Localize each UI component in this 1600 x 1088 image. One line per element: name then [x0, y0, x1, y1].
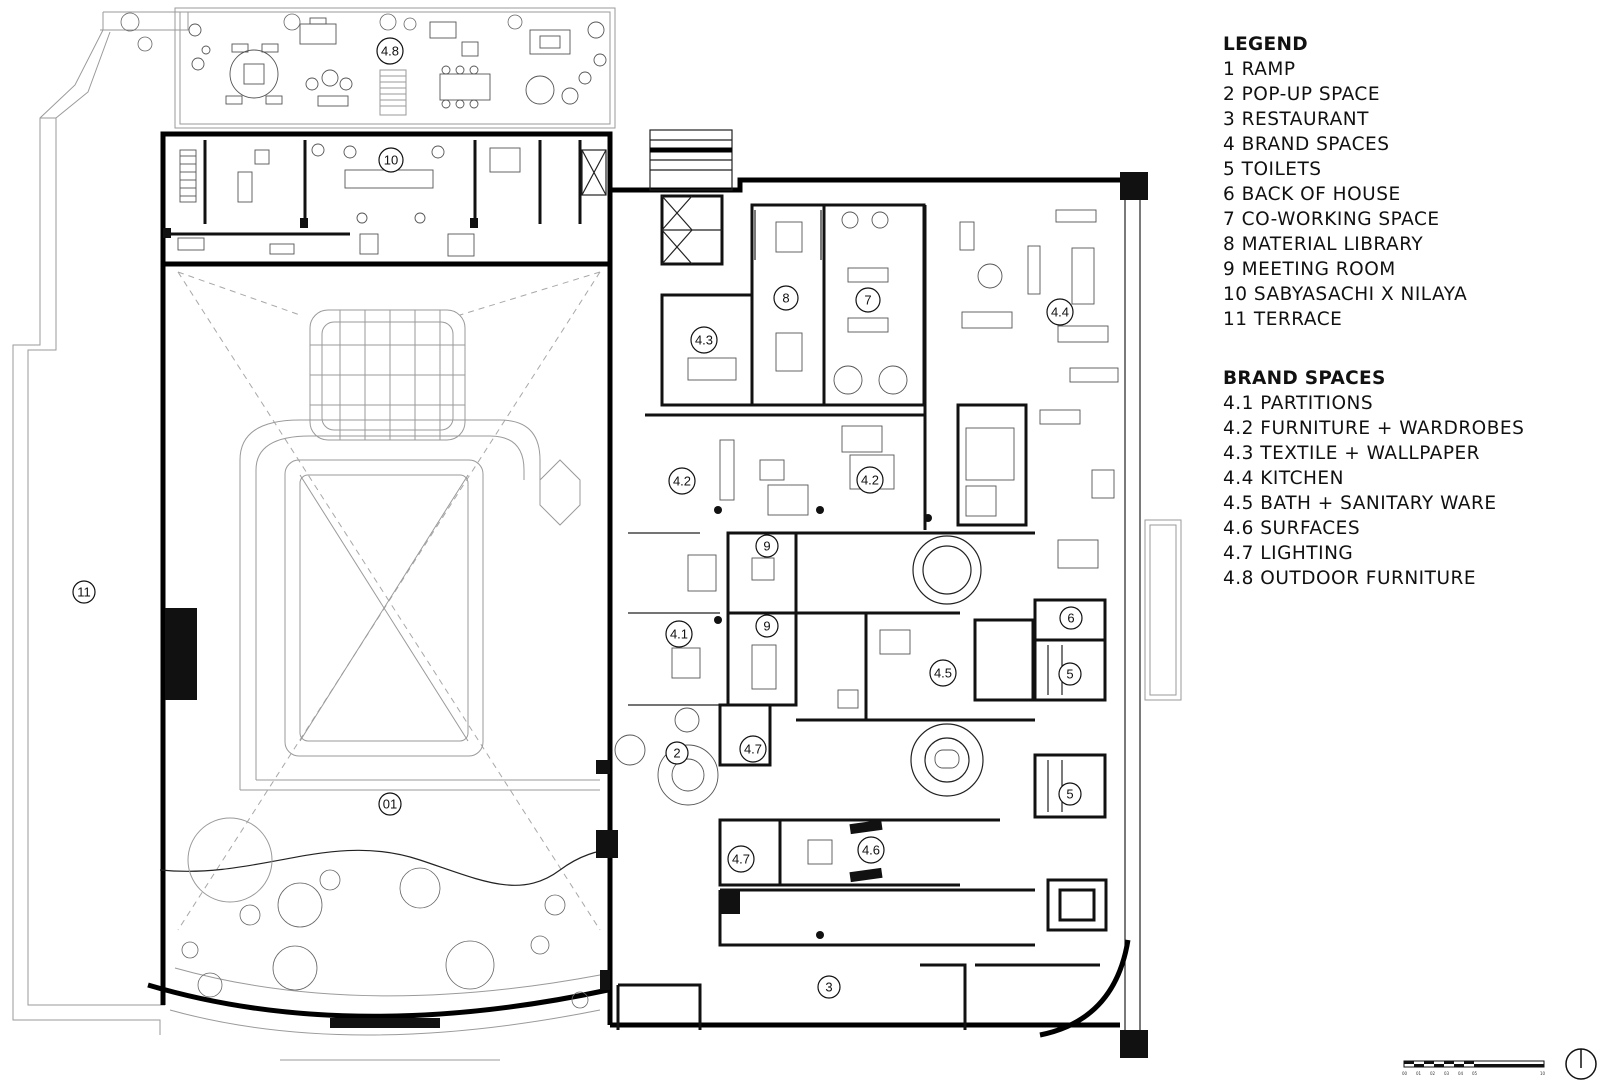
brand-spaces-title: BRAND SPACES: [1223, 368, 1386, 389]
label-partitions: 4.1: [665, 620, 693, 648]
label-textile-text: 4.3: [695, 333, 713, 348]
brand-space-item: 4.5 BATH + SANITARY WARE: [1223, 493, 1497, 514]
label-bath: 4.5: [929, 659, 957, 687]
scale-tick-0: 00: [1402, 1071, 1408, 1076]
label-kitchen-text: 4.4: [1051, 305, 1069, 320]
legend-item: 10 SABYASACHI X NILAYA: [1223, 284, 1468, 305]
label-toilets-bottom: 5: [1058, 782, 1082, 806]
scale-tick-1: 01: [1416, 1071, 1422, 1076]
label-kitchen: 4.4: [1046, 298, 1074, 326]
scale-tick-6: 10: [1540, 1071, 1546, 1076]
label-ramp: 01: [378, 792, 402, 816]
scale-tick-3: 03: [1444, 1071, 1450, 1076]
label-lighting-bottom-text: 4.7: [732, 852, 750, 867]
brand-space-item: 4.8 OUTDOOR FURNITURE: [1223, 568, 1477, 589]
label-sabyasachi: 10: [378, 147, 404, 173]
label-meeting-bottom-text: 9: [763, 619, 770, 634]
label-partitions-text: 4.1: [670, 627, 688, 642]
label-meeting-top-text: 9: [763, 539, 770, 554]
legend: LEGEND 1 RAMP 2 POP-UP SPACE 3 RESTAURAN…: [1223, 32, 1583, 591]
label-lighting-top-text: 4.7: [744, 742, 762, 757]
label-restaurant: 3: [817, 975, 841, 999]
label-toilets-bottom-text: 5: [1066, 787, 1073, 802]
north-arrow-icon: [1565, 1048, 1597, 1080]
terrace-area: [12, 11, 189, 1035]
legend-item: 6 BACK OF HOUSE: [1223, 184, 1401, 205]
label-material-library-text: 8: [782, 291, 789, 306]
label-toilets-top: 5: [1058, 662, 1082, 686]
label-lighting-top: 4.7: [739, 735, 767, 763]
brand-space-item: 4.7 LIGHTING: [1223, 543, 1354, 564]
legend-item: 5 TOILETS: [1223, 159, 1322, 180]
label-back-of-house: 6: [1059, 606, 1083, 630]
label-meeting-bottom: 9: [755, 614, 779, 638]
label-textile: 4.3: [690, 326, 718, 354]
label-popup: 2: [665, 741, 689, 765]
label-popup-text: 2: [673, 746, 680, 761]
outdoor-furniture-area: [120, 7, 616, 129]
label-terrace: 11: [72, 580, 96, 604]
label-lighting-bottom: 4.7: [727, 845, 755, 873]
label-coworking-text: 7: [864, 293, 871, 308]
label-back-of-house-text: 6: [1067, 611, 1074, 626]
label-ramp-text: 01: [383, 797, 397, 812]
main-building: [596, 129, 1182, 1058]
label-meeting-top: 9: [755, 534, 779, 558]
brand-spaces-legend: BRAND SPACES 4.1 PARTITIONS 4.2 FURNITUR…: [1223, 366, 1583, 591]
legend-item: 1 RAMP: [1223, 59, 1296, 80]
legend-item: 4 BRAND SPACES: [1223, 134, 1390, 155]
label-furniture-left-text: 4.2: [673, 474, 691, 489]
label-material-library: 8: [773, 285, 799, 311]
legend-item: 2 POP-UP SPACE: [1223, 84, 1381, 105]
brand-space-item: 4.4 KITCHEN: [1223, 468, 1344, 489]
label-surfaces-text: 4.6: [862, 843, 880, 858]
label-coworking: 7: [855, 287, 881, 313]
brand-space-item: 4.2 FURNITURE + WARDROBES: [1223, 418, 1525, 439]
legend-title: LEGEND: [1223, 34, 1308, 55]
label-restaurant-text: 3: [825, 980, 832, 995]
label-sabyasachi-text: 10: [384, 153, 398, 168]
legend-item: 9 MEETING ROOM: [1223, 259, 1396, 280]
label-outdoor-furniture-text: 4.8: [381, 44, 399, 59]
legend-item: 11 TERRACE: [1223, 309, 1343, 330]
label-surfaces: 4.6: [857, 836, 885, 864]
scale-bar: 00 01 02 03 04 05 10: [1402, 1060, 1546, 1076]
scale-tick-4: 04: [1458, 1071, 1464, 1076]
legend-item: 8 MATERIAL LIBRARY: [1223, 234, 1424, 255]
ramp-area: [147, 261, 613, 1061]
label-furniture-left: 4.2: [668, 467, 696, 495]
brand-space-item: 4.6 SURFACES: [1223, 518, 1361, 539]
legend-item: 3 RESTAURANT: [1223, 109, 1369, 130]
brand-space-item: 4.1 PARTITIONS: [1223, 393, 1374, 414]
plan-labels: 11 01 4.8 10 8 7 4.3 4.4: [72, 37, 1083, 999]
label-outdoor-furniture: 4.8: [376, 37, 404, 65]
legend-item: 7 CO-WORKING SPACE: [1223, 209, 1440, 230]
label-terrace-text: 11: [77, 585, 91, 600]
label-furniture-right: 4.2: [856, 466, 884, 494]
scale-tick-2: 02: [1430, 1071, 1436, 1076]
label-furniture-right-text: 4.2: [861, 473, 879, 488]
brand-space-item: 4.3 TEXTILE + WALLPAPER: [1223, 443, 1481, 464]
label-bath-text: 4.5: [934, 666, 952, 681]
scale-tick-5: 05: [1472, 1071, 1478, 1076]
label-toilets-top-text: 5: [1066, 667, 1073, 682]
